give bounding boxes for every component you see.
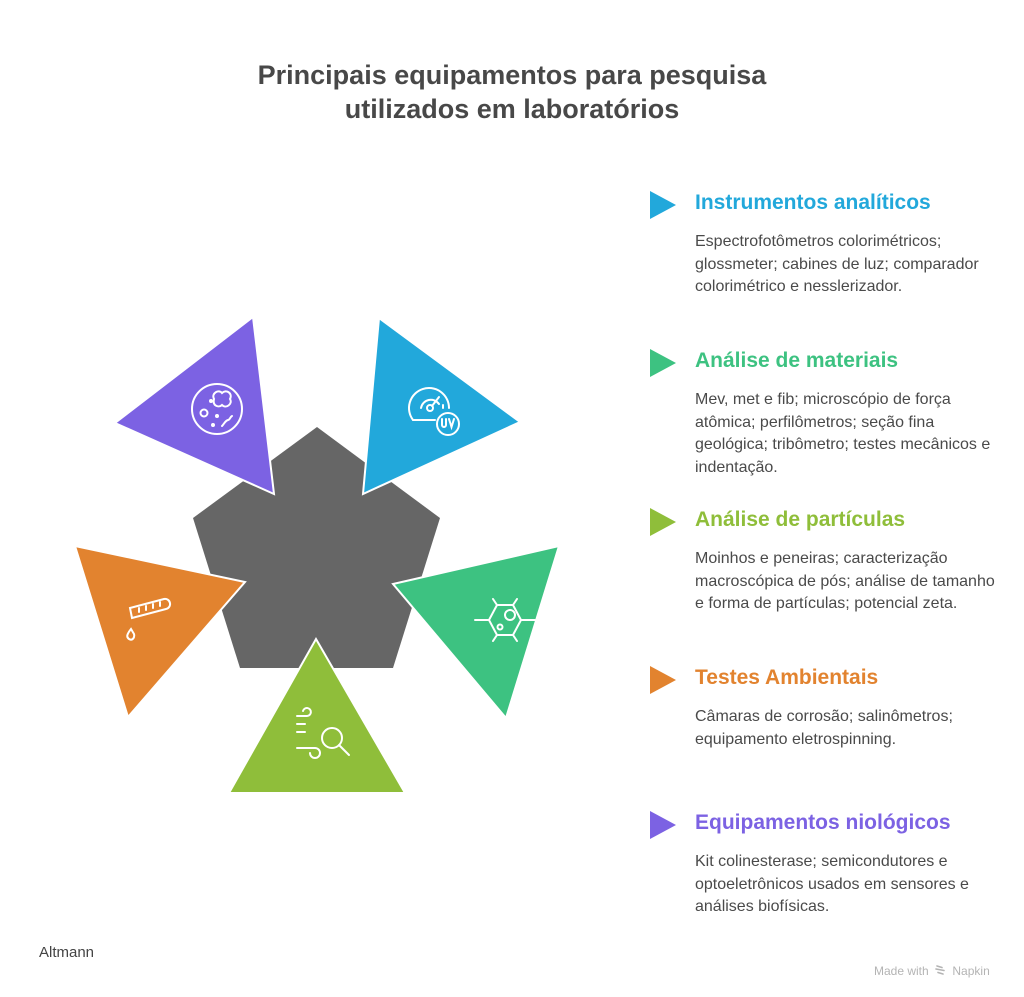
segment-analytical [361, 316, 522, 496]
napkin-brand-label: Napkin [952, 964, 990, 978]
petri-dish-microbes-icon [191, 383, 243, 435]
legend-description: Moinhos e peneiras; caracterização macro… [695, 550, 995, 612]
page-title: Principais equipamentos para pesquisa ut… [0, 58, 1024, 126]
legend-title: Testes Ambientais [695, 666, 879, 689]
uv-gauge-icon [408, 387, 460, 436]
legend-title: Equipamentos niológicos [695, 811, 951, 834]
legend-description: Espectrofotômetros colorimétricos; gloss… [695, 233, 979, 295]
triangle-marker-icon [650, 191, 676, 219]
cell-molecule-icon [474, 598, 536, 642]
triangle-marker-icon [650, 349, 676, 377]
legend-title: Análise de partículas [695, 508, 906, 531]
legend-description: Kit colinesterase; semicondutores e opto… [695, 853, 969, 915]
author-label: Altmann [39, 944, 95, 961]
segment-materials [391, 544, 561, 721]
segment-biological [113, 315, 276, 496]
legend-title: Análise de materiais [695, 349, 899, 372]
legend-description: Mev, met e fib; microscópio de força atô… [695, 391, 991, 476]
made-with-label: Made with [874, 964, 929, 978]
wind-magnifier-icon [296, 707, 350, 759]
test-tube-drop-icon [126, 597, 172, 641]
triangle-marker-icon [650, 508, 676, 536]
segment-particles [227, 636, 407, 794]
legend-title: Instrumentos analíticos [695, 191, 931, 214]
segment-environmental [73, 544, 247, 720]
napkin-logo-icon [935, 965, 945, 975]
title-line-2: utilizados em laboratórios [344, 94, 680, 124]
triangle-marker-icon [650, 666, 676, 694]
triangle-marker-icon [650, 811, 676, 839]
made-with-napkin-badge[interactable]: Made with Napkin [874, 964, 990, 978]
title-line-1: Principais equipamentos para pesquisa [257, 60, 767, 90]
legend-description: Câmaras de corrosão; salinômetros; equip… [695, 708, 953, 748]
